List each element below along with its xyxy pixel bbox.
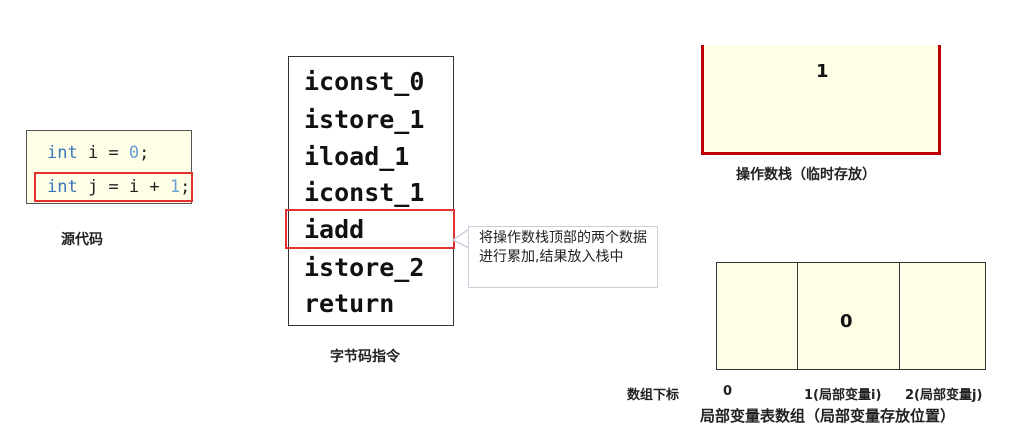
operand-stack: 1: [701, 45, 941, 155]
instruction: iconst_1: [304, 178, 425, 207]
bytecode-box: iconst_0 istore_1 iload_1 iconst_1 iadd …: [288, 56, 454, 326]
source-highlight: [34, 172, 193, 202]
instruction: iadd: [304, 215, 365, 244]
instruction: iload_1: [304, 142, 410, 171]
local-var-slot-0: [717, 263, 798, 369]
local-var-slot-1: 0: [798, 263, 900, 369]
code-text: ;: [139, 143, 150, 163]
bytecode-caption: 字节码指令: [330, 349, 400, 365]
stack-value: 1: [816, 61, 829, 82]
keyword: int: [47, 143, 78, 163]
bytecode-highlight: [285, 209, 455, 249]
index-1: 1(局部变量i): [804, 388, 882, 403]
callout-note: 将操作数栈顶部的两个数据进行累加,结果放入栈中: [468, 226, 658, 288]
source-code-box: int i = 0; int j = i + 1;: [26, 130, 192, 204]
keyword: int: [47, 177, 78, 197]
number-literal: 1: [169, 177, 181, 197]
code-text: i =: [77, 143, 129, 163]
code-text: ;: [180, 177, 191, 197]
local-var-slot-2: [900, 263, 985, 369]
code-text: j = i +: [77, 177, 170, 197]
local-var-caption: 局部变量表数组（局部变量存放位置）: [700, 407, 956, 425]
instruction: return: [304, 289, 395, 318]
local-variable-table: 0: [716, 262, 986, 370]
code-line-2: int j = i + 1;: [47, 177, 190, 197]
instruction: istore_2: [304, 253, 425, 282]
instruction: istore_1: [304, 105, 425, 134]
index-2: 2(局部变量j): [905, 388, 983, 403]
source-caption: 源代码: [61, 232, 103, 248]
index-label: 数组下标: [627, 388, 680, 403]
instruction: iconst_0: [304, 67, 425, 96]
callout-pointer: [451, 228, 470, 249]
stack-caption: 操作数栈（临时存放）: [736, 167, 876, 183]
index-0: 0: [723, 384, 733, 399]
code-line-1: int i = 0;: [47, 143, 149, 163]
number-literal: 0: [128, 143, 140, 163]
slot-value: 0: [840, 311, 853, 332]
